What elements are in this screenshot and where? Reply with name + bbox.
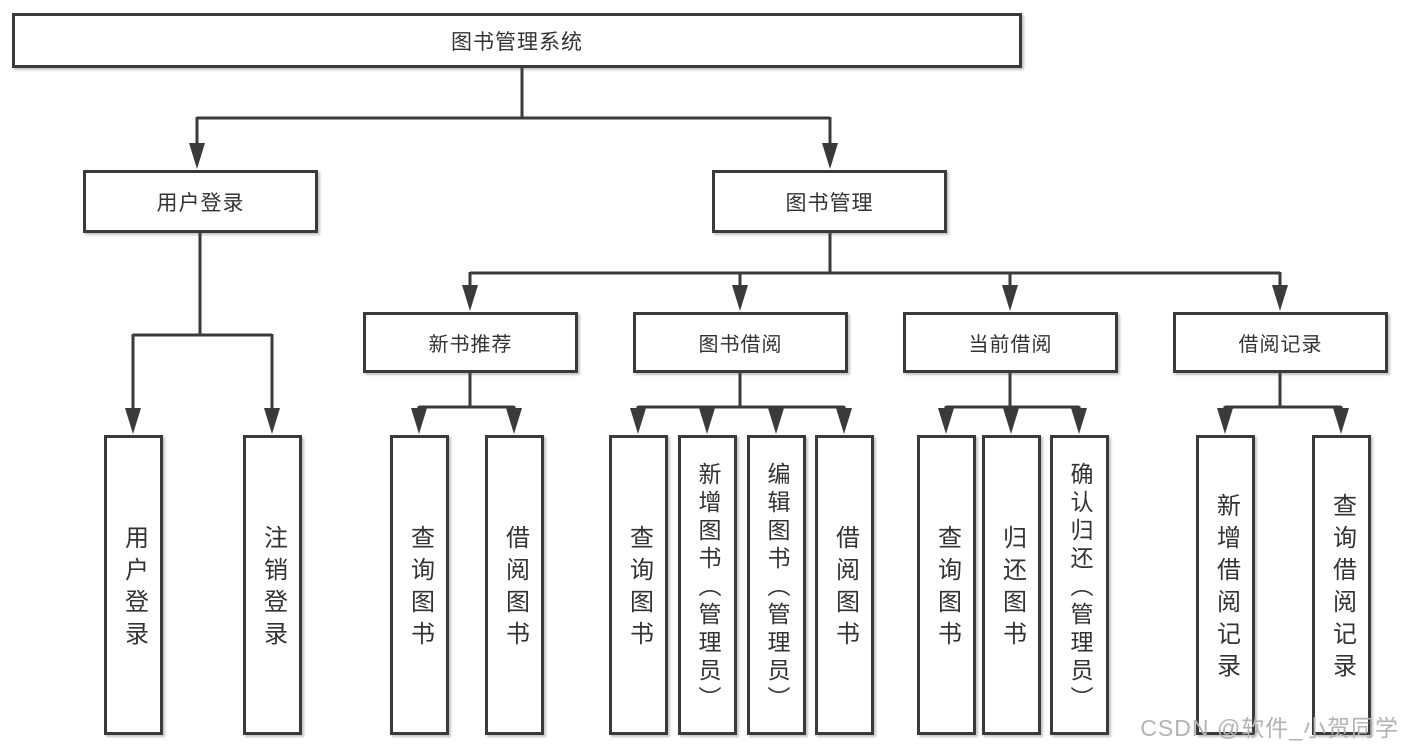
- leaf-edit-books-admin: 编辑图书（管理员）: [747, 435, 806, 735]
- leaf-logout: 注销登录: [243, 435, 302, 735]
- node-label: 查询借阅记录: [1328, 493, 1356, 685]
- node-label: 图书管理: [785, 191, 874, 215]
- leaf-query-books-borrow: 查询图书: [609, 435, 668, 735]
- node-borrowing-records: 借阅记录: [1173, 312, 1388, 373]
- leaf-confirm-return-admin: 确认归还（管理员）: [1050, 435, 1109, 735]
- node-label: 归还图书: [998, 525, 1026, 653]
- leaf-add-books-admin: 新增图书（管理员）: [678, 435, 737, 735]
- node-user-login-module: 用户登录: [83, 170, 318, 233]
- leaf-borrow-books-recommend: 借阅图书: [485, 435, 544, 735]
- csdn-watermark: CSDN @软件_小贺同学: [1140, 715, 1399, 741]
- node-book-management-module: 图书管理: [712, 170, 947, 233]
- node-label: 借阅图书: [831, 525, 859, 653]
- node-label: 用户登录: [156, 191, 245, 215]
- node-label: 查询图书: [406, 525, 434, 653]
- leaf-return-books: 归还图书: [982, 435, 1041, 735]
- node-label: 查询图书: [625, 525, 653, 653]
- node-label: 确认归还（管理员）: [1067, 461, 1093, 714]
- node-label: 编辑图书（管理员）: [764, 461, 790, 714]
- leaf-query-books-recommend: 查询图书: [390, 435, 449, 735]
- leaf-query-books-current: 查询图书: [917, 435, 976, 735]
- node-label: 查询图书: [933, 525, 961, 653]
- node-current-borrowing: 当前借阅: [903, 312, 1118, 373]
- node-label: 新书推荐: [428, 334, 513, 356]
- node-label: 当前借阅: [968, 334, 1053, 356]
- node-new-book-recommendation: 新书推荐: [363, 312, 578, 373]
- node-label: 借阅记录: [1238, 334, 1323, 356]
- node-label: 用户登录: [120, 525, 148, 653]
- leaf-user-login: 用户登录: [104, 435, 163, 735]
- node-label: 新增图书（管理员）: [695, 461, 721, 714]
- node-label: 借阅图书: [501, 525, 529, 653]
- node-label: 新增借阅记录: [1212, 493, 1240, 685]
- leaf-borrow-books: 借阅图书: [815, 435, 874, 735]
- leaf-query-borrow-record: 查询借阅记录: [1312, 435, 1371, 735]
- node-label: 注销登录: [259, 525, 287, 653]
- node-label: 图书借阅: [698, 334, 783, 356]
- leaf-add-borrow-record: 新增借阅记录: [1196, 435, 1255, 735]
- node-book-borrowing: 图书借阅: [633, 312, 848, 373]
- node-label: 图书管理系统: [451, 30, 583, 54]
- node-library-management-system: 图书管理系统: [12, 13, 1022, 68]
